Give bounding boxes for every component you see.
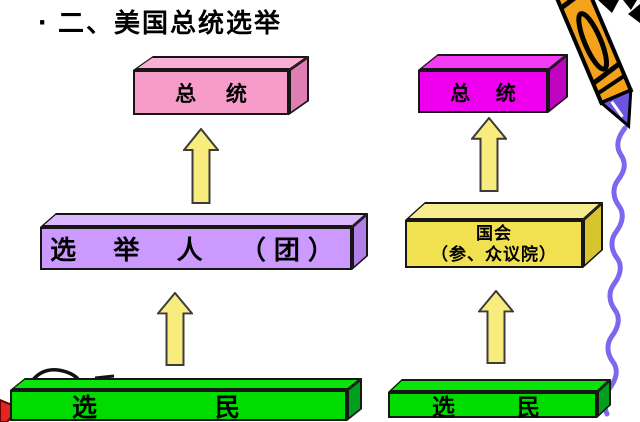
- right-voters-char2: 民: [517, 394, 540, 420]
- box-front-face: 国会 （参、众议院）: [405, 220, 583, 268]
- box-top-face: [40, 213, 368, 227]
- right-president-box: 总 统: [418, 53, 568, 113]
- box-top-face: [10, 378, 362, 390]
- congress-label-line2: （参、众议院）: [431, 245, 557, 264]
- squiggle-line: [602, 125, 628, 417]
- box-top-face: [388, 379, 611, 392]
- right-president-label: 总 统: [450, 83, 526, 105]
- left-president-box: 总 统: [133, 55, 309, 115]
- electors-label: 选 举 人 （团）: [50, 235, 342, 265]
- title-text: 二、美国总统选举: [58, 8, 283, 38]
- congress-box: 国会 （参、众议院）: [405, 201, 603, 268]
- left-voters-box: 选 民: [10, 377, 362, 422]
- left-president-label: 总 统: [175, 82, 259, 106]
- up-arrow-icon: [183, 128, 219, 204]
- pencil-icon: [552, 0, 640, 130]
- congress-label-line1: 国会: [476, 223, 512, 243]
- up-arrow-icon: [478, 290, 514, 364]
- up-arrow-icon: [157, 292, 193, 366]
- title-bullet: ·: [38, 6, 48, 39]
- left-voters-char1: 选: [72, 393, 98, 422]
- box-front-face: 选 民: [388, 392, 597, 420]
- box-front-face: 总 统: [418, 70, 548, 113]
- box-top-face: [405, 202, 603, 220]
- box-front-face: 选 举 人 （团）: [40, 227, 352, 270]
- electors-box: 选 举 人 （团）: [40, 212, 368, 270]
- box-top-face: [133, 56, 309, 70]
- box-front-face: 总 统: [133, 70, 289, 115]
- right-voters-char1: 选: [432, 394, 455, 420]
- box-front-face: 选 民: [10, 390, 347, 422]
- slide-title: · 二、美国总统选举: [38, 6, 282, 40]
- up-arrow-icon: [471, 117, 507, 192]
- left-voters-char2: 民: [214, 393, 240, 422]
- right-voters-box: 选 民: [388, 378, 611, 420]
